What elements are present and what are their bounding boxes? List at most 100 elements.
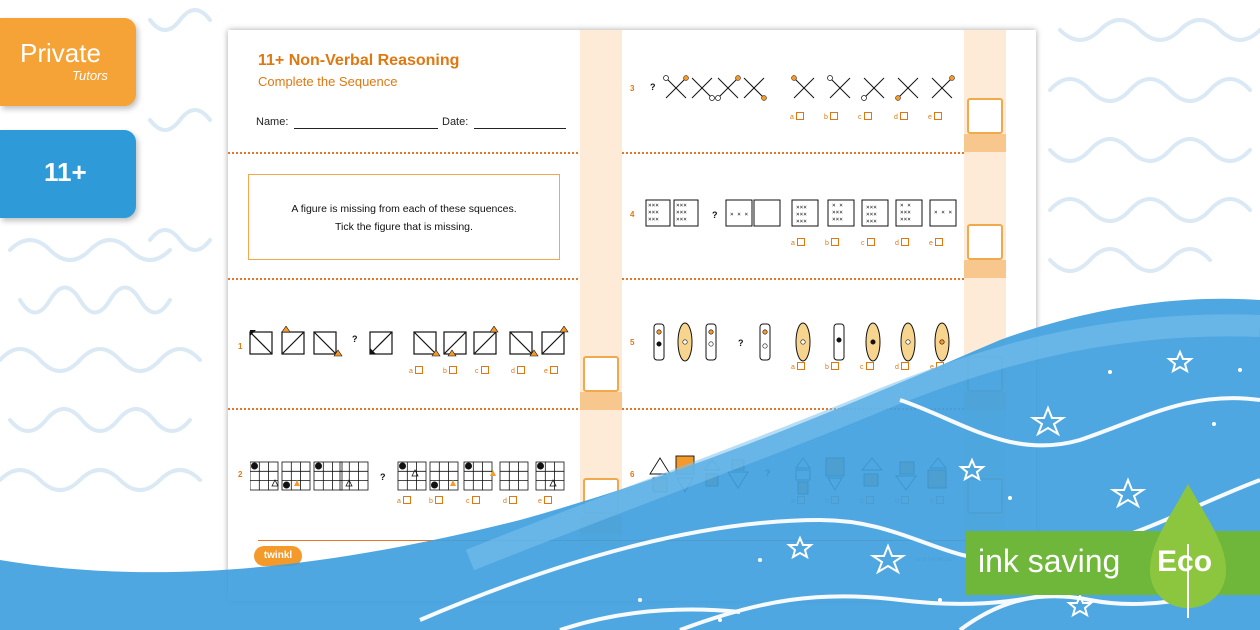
option-a[interactable]: a xyxy=(409,366,423,375)
question-mark: ? xyxy=(352,334,358,344)
svg-text:×××: ××× xyxy=(866,204,877,211)
option-d[interactable]: d xyxy=(895,238,909,247)
section-divider xyxy=(228,278,578,280)
answer-box-q3[interactable] xyxy=(967,98,1003,134)
date-field[interactable] xyxy=(474,128,566,129)
option-d[interactable]: d xyxy=(511,366,525,375)
question-number: 6 xyxy=(630,470,635,479)
answer-box-q5[interactable] xyxy=(967,356,1003,392)
svg-text:×××: ××× xyxy=(900,216,911,223)
worksheet-title: 11+ Non-Verbal Reasoning xyxy=(258,52,460,69)
worksheet: 11+ Non-Verbal Reasoning Complete the Se… xyxy=(228,30,1036,601)
option-b[interactable]: b xyxy=(824,112,838,121)
svg-text:× × ×: × × × xyxy=(730,211,748,218)
section-divider xyxy=(228,152,578,154)
svg-text:×××: ××× xyxy=(648,216,659,223)
option-d[interactable]: d xyxy=(895,496,909,505)
option-e[interactable]: e xyxy=(544,366,558,375)
svg-text:×××: ××× xyxy=(648,209,659,216)
private-tutors-badge: Private Tutors xyxy=(0,18,136,106)
option-d[interactable]: d xyxy=(895,362,909,371)
svg-text:×××: ××× xyxy=(796,211,807,218)
answer-box-q1[interactable] xyxy=(583,356,619,392)
option-e[interactable]: e xyxy=(928,112,942,121)
worksheet-subtitle: Complete the Sequence xyxy=(258,74,398,89)
svg-text:× × ×: × × × xyxy=(934,209,952,216)
svg-text:× ×: × × xyxy=(832,202,843,209)
option-c[interactable]: c xyxy=(466,496,480,505)
answer-tab xyxy=(964,260,1006,278)
option-a[interactable]: a xyxy=(791,496,805,505)
answer-tab xyxy=(964,392,1006,410)
option-c[interactable]: c xyxy=(475,366,489,375)
option-c[interactable]: c xyxy=(860,496,874,505)
question-5-figures xyxy=(653,322,950,362)
svg-text:×××: ××× xyxy=(676,202,687,209)
question-4-figures: ××××××××× ××××××××× × × × ××××××××× × ××… xyxy=(645,199,957,227)
section-divider xyxy=(622,152,964,154)
svg-text:×××: ××× xyxy=(648,202,659,209)
answer-box-q6[interactable] xyxy=(967,478,1003,514)
option-a[interactable]: a xyxy=(791,238,805,247)
option-a[interactable]: a xyxy=(397,496,411,505)
question-mark: ? xyxy=(650,82,656,92)
option-b[interactable]: b xyxy=(443,366,457,375)
badge-private-label: Private xyxy=(20,38,101,68)
date-label: Date: xyxy=(442,116,469,128)
question-number: 4 xyxy=(630,210,635,219)
question-number: 3 xyxy=(630,84,635,93)
option-c[interactable]: c xyxy=(858,112,872,121)
instructions-box: A figure is missing from each of these s… xyxy=(248,174,560,260)
eleven-plus-badge: 11+ xyxy=(0,130,136,218)
footer-url: visit twinkl.com xyxy=(916,557,957,563)
option-b[interactable]: b xyxy=(825,496,839,505)
option-e[interactable]: e xyxy=(930,362,944,371)
question-mark: ? xyxy=(738,338,744,348)
option-e[interactable]: e xyxy=(929,238,943,247)
svg-text:×××: ××× xyxy=(832,209,843,216)
ink-saving-label: ink saving xyxy=(978,543,1121,579)
option-c[interactable]: c xyxy=(861,238,875,247)
question-mark: ? xyxy=(712,210,718,220)
option-b[interactable]: b xyxy=(825,362,839,371)
option-d[interactable]: d xyxy=(503,496,517,505)
answer-tab xyxy=(580,392,622,410)
option-b[interactable]: b xyxy=(429,496,443,505)
answer-column-left xyxy=(580,30,622,550)
question-2-figures xyxy=(250,461,565,491)
section-divider xyxy=(228,408,578,410)
answer-box-q2[interactable] xyxy=(583,478,619,514)
option-b[interactable]: b xyxy=(825,238,839,247)
answer-box-q4[interactable] xyxy=(967,224,1003,260)
question-3-figures xyxy=(663,75,955,101)
badge-tutors-label: Tutors xyxy=(72,68,108,83)
section-divider xyxy=(622,278,964,280)
option-d[interactable]: d xyxy=(894,112,908,121)
eco-leaf-icon xyxy=(1150,484,1226,618)
svg-text:×××: ××× xyxy=(866,218,877,225)
option-e[interactable]: e xyxy=(930,496,944,505)
option-e[interactable]: e xyxy=(538,496,552,505)
svg-text:×××: ××× xyxy=(676,216,687,223)
question-mark: ? xyxy=(380,472,386,482)
answer-tab xyxy=(580,516,622,534)
svg-text:× ×: × × xyxy=(900,202,911,209)
twinkl-logo: twinkl xyxy=(254,546,302,566)
question-number: 1 xyxy=(238,342,243,351)
question-6-figures xyxy=(649,455,947,495)
svg-text:×××: ××× xyxy=(796,218,807,225)
option-a[interactable]: a xyxy=(790,112,804,121)
question-number: 2 xyxy=(238,470,243,479)
option-c[interactable]: c xyxy=(860,362,874,371)
question-number: 5 xyxy=(630,338,635,347)
question-1-figures xyxy=(249,326,569,357)
question-mark: ? xyxy=(765,468,771,478)
badge-level-label: 11+ xyxy=(44,157,87,187)
footer-divider xyxy=(258,540,1006,541)
svg-text:×××: ××× xyxy=(796,204,807,211)
option-a[interactable]: a xyxy=(791,362,805,371)
section-divider xyxy=(622,408,964,410)
name-field[interactable] xyxy=(294,128,438,129)
answer-tab xyxy=(964,134,1006,152)
instructions-line-2: Tick the figure that is missing. xyxy=(335,221,473,233)
